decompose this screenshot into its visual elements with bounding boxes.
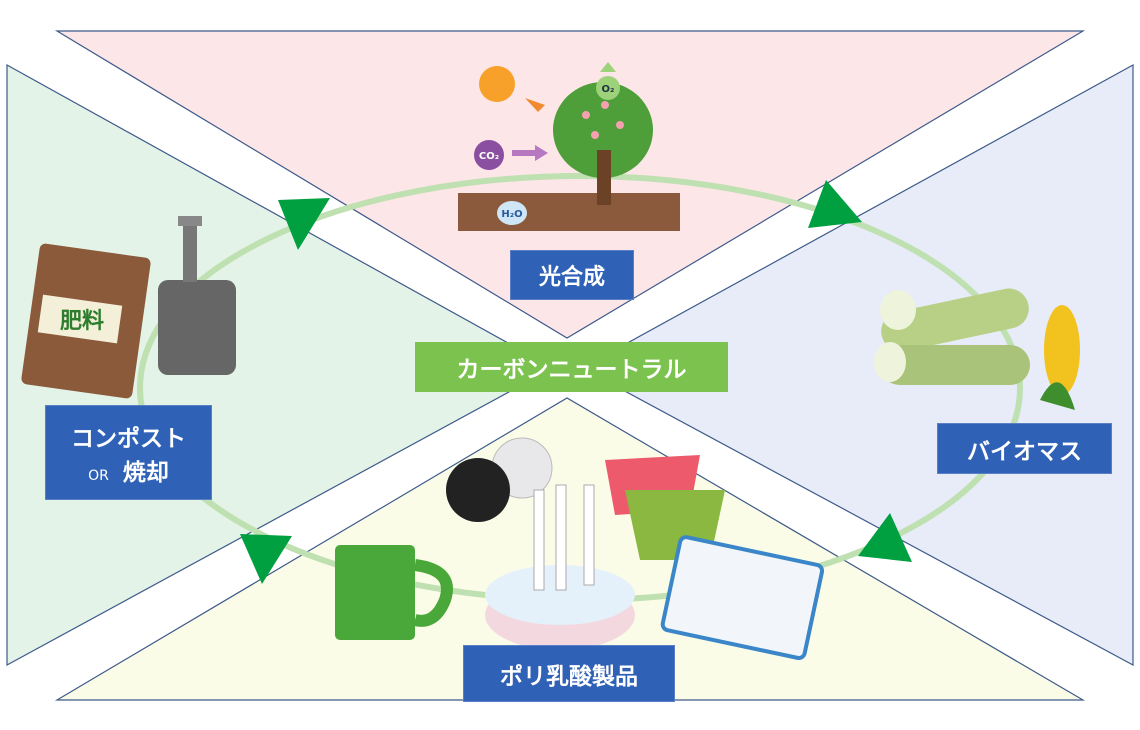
co2-text: CO₂ (479, 151, 499, 162)
label-biomass: バイオマス (937, 423, 1112, 474)
tree-trunk (597, 150, 611, 205)
or-text: OR (88, 467, 109, 484)
label-carbon-neutral: カーボンニュートラル (415, 342, 728, 392)
cycle-arrow-bottom-left (240, 534, 292, 584)
photosynthesis-illustration: O₂ CO₂ H₂O (458, 62, 680, 231)
label-pla-products: ポリ乳酸製品 (463, 645, 675, 702)
incineration-text: 焼却 (122, 459, 169, 486)
h2o-text: H₂O (501, 209, 522, 220)
incineration-line: OR 焼却 (88, 453, 169, 487)
label-photosynthesis: 光合成 (510, 250, 634, 300)
o2-text: O₂ (602, 84, 615, 95)
mug (335, 545, 415, 640)
compost-text: コンポスト (71, 425, 186, 452)
fertilizer-text: 肥料 (60, 309, 104, 334)
soil (458, 193, 680, 231)
sun-icon (479, 66, 515, 102)
cycle-arrow-bottom-right (858, 513, 912, 562)
compost-illustration: 肥料 (21, 216, 236, 399)
cycle-arrow-top-right (808, 180, 862, 228)
button-black (446, 458, 510, 522)
pla-products-illustration (335, 437, 825, 661)
incinerator (158, 280, 236, 375)
o2-arrow-icon (600, 62, 616, 72)
left-triangle (6, 63, 555, 667)
sun-arrow-icon (525, 98, 545, 112)
co2-arrow-icon (512, 145, 548, 161)
container (660, 535, 825, 661)
biomass-illustration (874, 288, 1080, 410)
right-triangle (580, 63, 1134, 667)
label-compost-or-incineration: コンポスト OR 焼却 (45, 405, 212, 500)
corn-icon (1044, 305, 1080, 395)
cycle-arrow-top-left (278, 198, 330, 250)
